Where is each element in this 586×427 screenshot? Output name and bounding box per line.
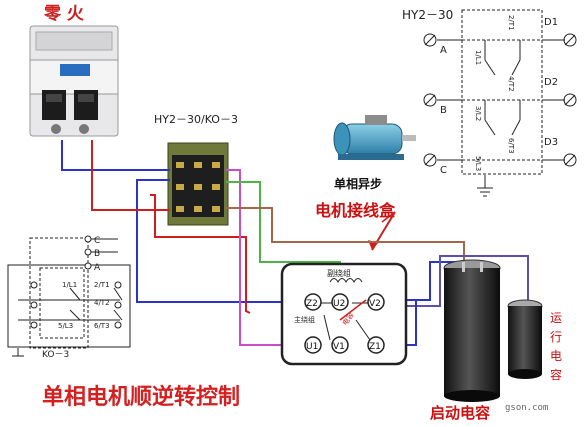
switch-label: HY2－30/KO－3 <box>154 113 238 126</box>
sch-switch-4t2: 4/T2 <box>507 76 515 92</box>
run-capacitor <box>507 299 543 379</box>
terminal-v1: V1 <box>333 342 345 352</box>
run-cap-char-2: 行 <box>550 330 562 344</box>
ko3-label: KO－3 <box>42 350 69 360</box>
run-cap-char-3: 电 <box>550 349 562 363</box>
main-title: 单相电机顺逆转控制 <box>42 384 240 410</box>
sch-port-d2: D2 <box>544 77 558 88</box>
terminal-v2: V2 <box>369 299 381 309</box>
sch-port-b: B <box>440 105 447 116</box>
sch-switch-1l1: 1/L1 <box>474 50 482 65</box>
schematic-title: HY2－30 <box>402 8 453 22</box>
watermark: gson.com <box>505 403 548 413</box>
breaker-title: 零 火 <box>43 4 85 24</box>
motor-icon <box>333 115 416 160</box>
sch-port-a: A <box>440 45 447 56</box>
schematic-terminals <box>423 33 577 167</box>
ko-switch-4t2: 4/T2 <box>94 299 110 307</box>
sch-port-d3: D3 <box>544 137 558 148</box>
main-winding-label: 主绕组 <box>294 315 315 324</box>
ko-switch-6t3: 6/T3 <box>94 322 110 330</box>
ko-port-b: B <box>94 249 100 259</box>
terminal-z2: Z2 <box>306 299 318 309</box>
junction-terminals <box>304 293 385 354</box>
start-cap-label: 启动电容 <box>430 404 490 422</box>
sch-switch-3l2: 3/L2 <box>474 106 482 121</box>
rotary-switch <box>167 142 229 226</box>
sch-switch-2t1: 2/T1 <box>507 15 515 31</box>
sch-switch-6t3: 6/T3 <box>507 138 515 154</box>
start-capacitor <box>443 259 501 402</box>
aux-winding-label: 副绕组 <box>327 268 351 278</box>
terminal-u1: U1 <box>306 342 318 352</box>
sch-switch-5l3: 5/L3 <box>474 156 482 171</box>
ko3-terminals <box>30 235 122 329</box>
junction-box-label: 电机接线盒 <box>315 201 396 220</box>
ko-switch-2t1: 2/T1 <box>94 281 110 289</box>
run-cap-char-1: 运 <box>550 311 562 325</box>
hy2-schematic <box>437 9 565 197</box>
ko-switch-5l3: 5/L3 <box>58 322 73 330</box>
motor-name: 单相异步 <box>334 176 382 191</box>
terminal-z1: Z1 <box>369 342 381 352</box>
sch-port-c: C <box>440 165 447 176</box>
run-cap-char-4: 容 <box>550 367 562 382</box>
circuit-breaker <box>29 25 119 137</box>
ko-port-c: C <box>94 236 100 246</box>
terminal-u2: U2 <box>333 299 345 309</box>
sch-port-d1: D1 <box>544 17 558 28</box>
ko3-schematic <box>7 237 131 357</box>
ko-switch-1l1: 1/L1 <box>62 281 77 289</box>
ko-port-a: A <box>94 263 101 273</box>
